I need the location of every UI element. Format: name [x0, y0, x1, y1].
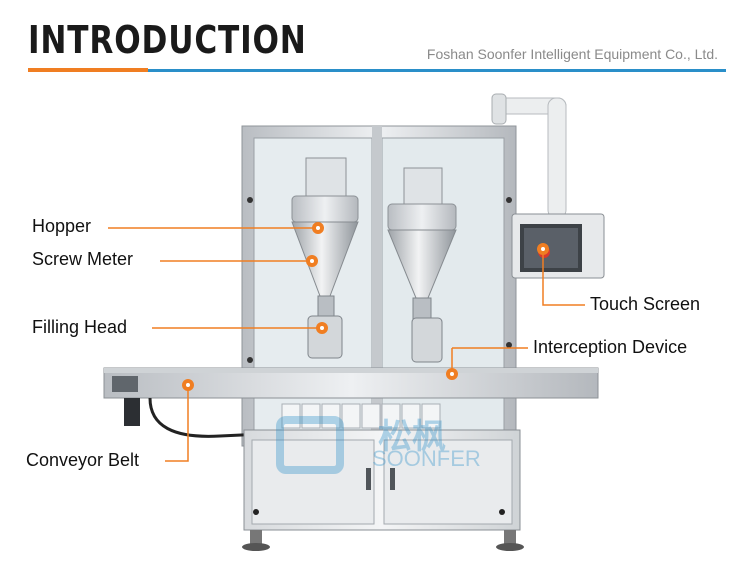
company-name: Foshan Soonfer Intelligent Equipment Co.…: [426, 46, 718, 62]
watermark-en: SOONFER: [372, 446, 481, 471]
filling-unit-right: [387, 167, 457, 363]
label-filling-head: Filling Head: [32, 317, 128, 337]
watermark-cn: 松枫: [378, 417, 446, 457]
label-touch-screen: Touch Screen: [590, 294, 701, 314]
label-hopper: Hopper: [32, 216, 92, 236]
callout-line-touch-screen: [542, 249, 585, 306]
title-underline-rule: [148, 69, 726, 72]
callout-line-conveyor-belt: [165, 385, 189, 462]
label-conveyor-belt: Conveyor Belt: [26, 450, 140, 470]
label-interception-device: Interception Device: [533, 337, 688, 357]
touch-screen-panel: [511, 213, 605, 279]
label-screw-meter: Screw Meter: [32, 249, 134, 269]
cabinet-base: [242, 429, 524, 551]
page-title: INTRODUCTION: [28, 18, 307, 62]
brand-watermark: 松枫 SOONFER: [276, 416, 481, 474]
title-underline-accent: [28, 68, 148, 72]
filling-unit-left: [291, 157, 359, 359]
